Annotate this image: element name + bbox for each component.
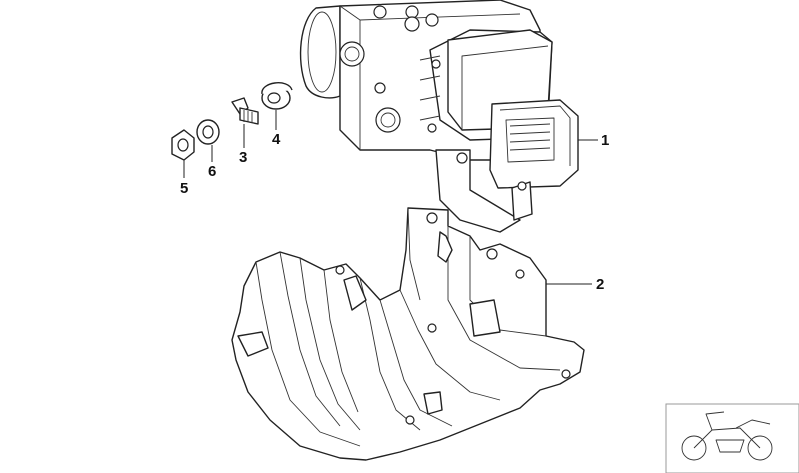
callout-lines — [183, 110, 598, 285]
callout-4: 4 — [272, 131, 281, 148]
bolt[interactable] — [231, 97, 259, 125]
callout-5: 5 — [180, 180, 188, 197]
abs-bracket[interactable] — [231, 207, 585, 461]
callout-6: 6 — [208, 163, 216, 180]
callout-3: 3 — [239, 149, 247, 166]
callout-1: 1 — [601, 132, 609, 149]
hex-nut[interactable] — [171, 129, 195, 161]
abs-pressure-modulator[interactable] — [299, 0, 579, 233]
washer[interactable] — [196, 119, 220, 145]
spacer-sleeve[interactable] — [261, 82, 293, 110]
motorcycle-icon — [665, 403, 799, 473]
callout-2: 2 — [596, 276, 604, 293]
